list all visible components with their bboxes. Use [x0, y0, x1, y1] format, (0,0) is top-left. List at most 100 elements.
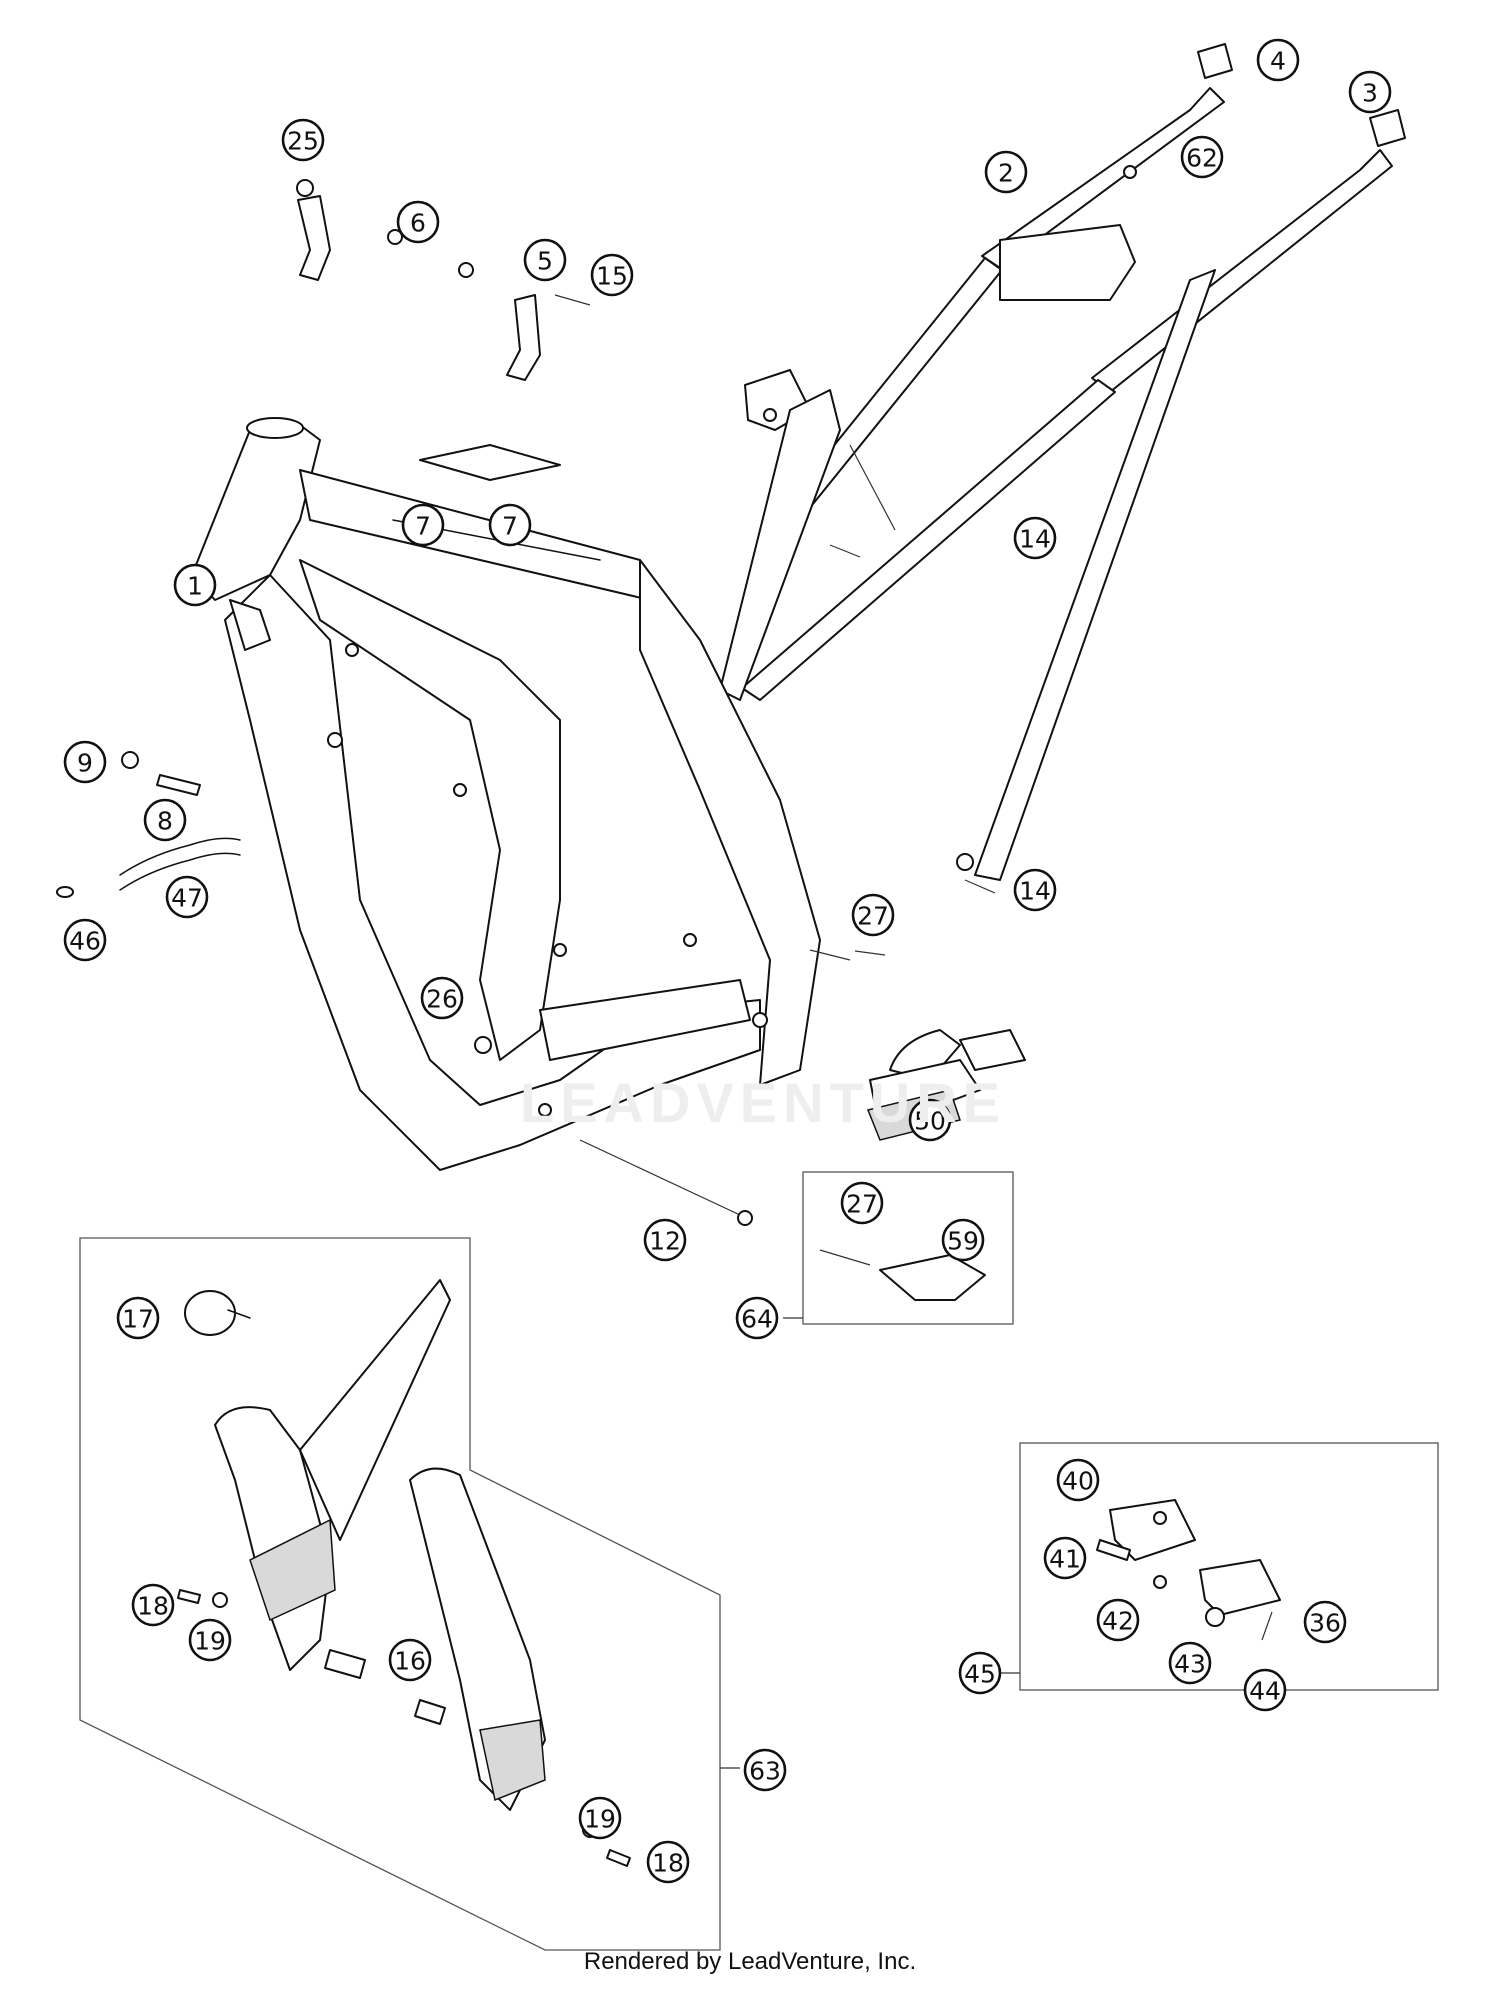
callout-label: 7 [502, 512, 518, 541]
footer-credit: Rendered by LeadVenture, Inc. [583, 1948, 917, 1975]
callout-2: 2 [984, 150, 1028, 194]
callout-circle [63, 740, 107, 784]
callout-44: 44 [1243, 1668, 1287, 1712]
callout-7: 7 [401, 503, 445, 547]
callout-circle [851, 893, 895, 937]
callout-64: 64 [735, 1296, 779, 1340]
callout-circle [646, 1840, 690, 1884]
callout-7: 7 [488, 503, 532, 547]
callout-label: 2 [998, 159, 1014, 188]
callout-circle [420, 976, 464, 1020]
callout-circle [941, 1218, 985, 1262]
callout-label: 27 [846, 1190, 878, 1219]
callout-4: 4 [1256, 38, 1300, 82]
callout-circle [188, 1618, 232, 1662]
callout-label: 9 [77, 749, 93, 778]
callout-36: 36 [1303, 1600, 1347, 1644]
callout-label: 36 [1309, 1609, 1341, 1638]
callout-circle [1180, 135, 1224, 179]
side-stand-kit-box [783, 1171, 1014, 1325]
callout-circle [173, 563, 217, 607]
callout-label: 6 [410, 209, 426, 238]
end-caps [1123, 43, 1406, 179]
rear-subframe [719, 87, 1393, 881]
callout-label: 1 [187, 572, 203, 601]
callout-circle [840, 1181, 884, 1225]
callout-label: 8 [157, 807, 173, 836]
callout-18: 18 [131, 1583, 175, 1627]
callout-46: 46 [63, 918, 107, 962]
callout-label: 40 [1062, 1467, 1094, 1496]
callout-label: 42 [1102, 1607, 1134, 1636]
callout-label: 44 [1249, 1677, 1281, 1706]
callout-circle [1013, 516, 1057, 560]
callout-circle [1243, 1668, 1287, 1712]
callout-circle [1043, 1536, 1087, 1580]
callout-label: 50 [914, 1107, 946, 1136]
callout-circle [396, 200, 440, 244]
callout-3: 3 [1348, 70, 1392, 114]
callout-circle [131, 1583, 175, 1627]
callout-label: 19 [194, 1627, 226, 1656]
callout-label: 18 [137, 1592, 169, 1621]
callout-circle [735, 1296, 779, 1340]
callout-47: 47 [165, 875, 209, 919]
callout-1: 1 [173, 563, 217, 607]
callout-19: 19 [578, 1796, 622, 1840]
callout-circle [523, 238, 567, 282]
callout-5: 5 [523, 238, 567, 282]
callout-label: 27 [857, 902, 889, 931]
callout-circle [63, 918, 107, 962]
callout-label: 43 [1174, 1650, 1206, 1679]
callout-8: 8 [143, 798, 187, 842]
callout-27: 27 [840, 1181, 884, 1225]
callout-circle [1168, 1641, 1212, 1685]
callout-circle [984, 150, 1028, 194]
callout-circle [1013, 868, 1057, 912]
callout-circle [116, 1296, 160, 1340]
callout-18: 18 [646, 1840, 690, 1884]
callout-circle [643, 1218, 687, 1262]
callout-label: 25 [287, 127, 319, 156]
callout-14: 14 [1013, 868, 1057, 912]
callout-63: 63 [743, 1748, 787, 1792]
callout-label: 17 [122, 1305, 154, 1334]
callout-label: 16 [394, 1647, 426, 1676]
callout-label: 4 [1270, 47, 1286, 76]
callout-label: 12 [649, 1227, 681, 1256]
callout-9: 9 [63, 740, 107, 784]
callout-17: 17 [116, 1296, 160, 1340]
callout-label: 3 [1362, 79, 1378, 108]
callout-label: 19 [584, 1805, 616, 1834]
callout-6: 6 [396, 200, 440, 244]
callout-27: 27 [851, 893, 895, 937]
callout-circle [590, 253, 634, 297]
callout-circle [143, 798, 187, 842]
footrest-box [1000, 1442, 1439, 1691]
callout-circle [1256, 38, 1300, 82]
callout-label: 5 [537, 247, 553, 276]
callout-circle [388, 1638, 432, 1682]
callout-label: 62 [1186, 144, 1218, 173]
callout-label: 18 [652, 1849, 684, 1878]
callout-label: 26 [426, 985, 458, 1014]
callout-circle [1348, 70, 1392, 114]
callout-circle [401, 503, 445, 547]
callout-label: 41 [1049, 1545, 1081, 1574]
callout-label: 59 [947, 1227, 979, 1256]
callout-41: 41 [1043, 1536, 1087, 1580]
callout-label: 14 [1019, 525, 1051, 554]
callout-25: 25 [281, 118, 325, 162]
callout-50: 50 [908, 1098, 952, 1142]
callout-15: 15 [590, 253, 634, 297]
callout-12: 12 [643, 1218, 687, 1262]
callout-label: 46 [69, 927, 101, 956]
callout-label: 64 [741, 1305, 773, 1334]
main-frame [191, 417, 821, 1171]
hardware [56, 179, 996, 1226]
callout-16: 16 [388, 1638, 432, 1682]
callout-circle [165, 875, 209, 919]
callout-19: 19 [188, 1618, 232, 1662]
callout-circle [578, 1796, 622, 1840]
callout-label: 15 [596, 262, 628, 291]
